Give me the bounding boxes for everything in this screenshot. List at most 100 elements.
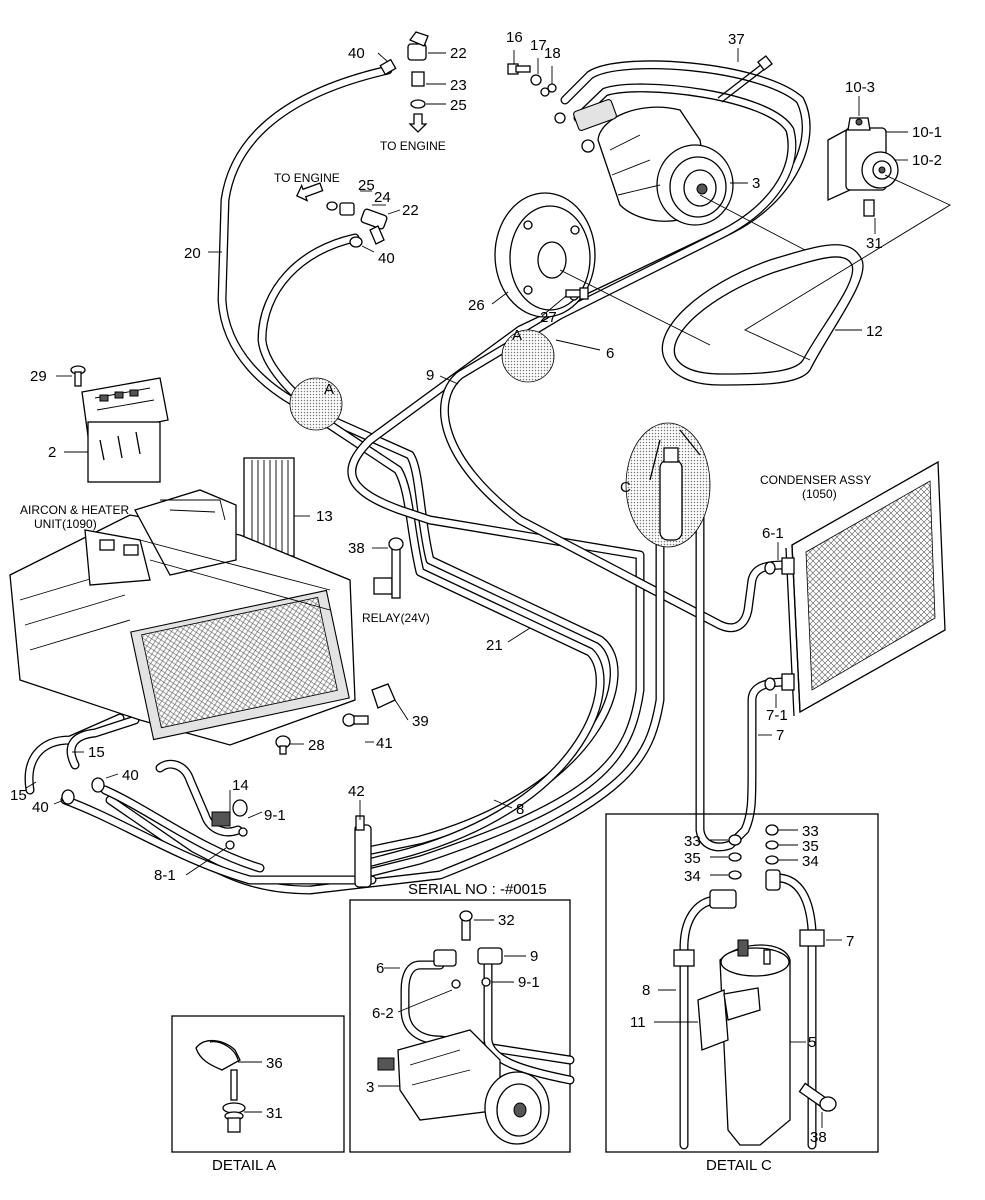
hose-20 bbox=[217, 65, 619, 855]
callout-18: 18 bbox=[544, 45, 561, 62]
detail-a-letter: A bbox=[324, 381, 334, 398]
callout-37: 37 bbox=[728, 31, 745, 48]
clamp-40-lower-2 bbox=[91, 777, 105, 793]
condenser-label: (1050) bbox=[802, 487, 837, 501]
bolt-16 bbox=[507, 63, 531, 75]
serial-callout-32: 32 bbox=[498, 912, 515, 929]
callout-28: 28 bbox=[308, 737, 325, 754]
callout-22: 22 bbox=[450, 45, 467, 62]
callout-38: 38 bbox=[348, 540, 365, 557]
detail-c-callout-8: 8 bbox=[642, 982, 650, 999]
detail-c-callout-33: 33 bbox=[684, 833, 701, 850]
callout-25: 25 bbox=[450, 97, 467, 114]
engine-valve-22-lower bbox=[295, 182, 388, 248]
callout-10-3: 10-3 bbox=[845, 79, 875, 96]
detail-a-inset: 36 31 DETAIL A bbox=[171, 1015, 345, 1174]
washer-18 bbox=[547, 83, 557, 93]
callout-10-1: 10-1 bbox=[912, 124, 942, 141]
to-engine-label: TO ENGINE bbox=[380, 139, 446, 153]
aircon-heater-unit bbox=[9, 489, 356, 746]
callout-40: 40 bbox=[378, 250, 395, 267]
callout-25: 25 bbox=[358, 177, 375, 194]
callout-numbers: 40 22 23 25 16 17 18 37 10-3 10-1 10-2 3… bbox=[10, 29, 942, 884]
callout-23: 23 bbox=[450, 77, 467, 94]
callout-7-1: 7-1 bbox=[766, 707, 788, 724]
pulley-26 bbox=[494, 192, 596, 318]
detail-c-caption: DETAIL C bbox=[706, 1157, 772, 1174]
engine-valve-22-top bbox=[379, 31, 429, 133]
detail-c-inset: 33 35 34 33 35 34 7 8 11 5 38 DETAIL C bbox=[605, 813, 879, 1174]
bolt-37 bbox=[717, 55, 773, 103]
to-engine-label: TO ENGINE bbox=[274, 171, 340, 185]
callout-3: 3 bbox=[752, 175, 760, 192]
detail-c-callout-33: 33 bbox=[802, 823, 819, 840]
detail-a-callout-31: 31 bbox=[266, 1105, 283, 1122]
callout-7: 7 bbox=[776, 727, 784, 744]
callout-6-1: 6-1 bbox=[762, 525, 784, 542]
hose-15-lower bbox=[24, 713, 377, 885]
detail-c-callout-34: 34 bbox=[802, 853, 819, 870]
hose-6 bbox=[439, 83, 797, 633]
screw-28 bbox=[275, 735, 291, 755]
hose-7 bbox=[695, 450, 790, 852]
callout-14: 14 bbox=[232, 777, 249, 794]
detail-a-marker-circle-1 bbox=[289, 377, 343, 431]
callout-12: 12 bbox=[866, 323, 883, 340]
callout-16: 16 bbox=[506, 29, 523, 46]
detail-c-callout-35: 35 bbox=[802, 838, 819, 855]
serial-no-inset: SERIAL NO : -#0015 32 9 6 9-1 6-2 3 bbox=[349, 881, 575, 1153]
control-panel-2 bbox=[81, 377, 169, 483]
callout-40: 40 bbox=[32, 799, 49, 816]
callout-17: 17 bbox=[530, 37, 547, 54]
tensioner-10 bbox=[827, 117, 899, 217]
callout-10-2: 10-2 bbox=[912, 152, 942, 169]
relay-24v bbox=[373, 537, 404, 599]
washer-17 bbox=[530, 74, 542, 86]
belt-12 bbox=[661, 244, 864, 386]
detail-c-callout-35: 35 bbox=[684, 850, 701, 867]
callout-9: 9 bbox=[426, 367, 434, 384]
clamp-42 bbox=[354, 815, 372, 888]
serial-callout-9: 9 bbox=[530, 948, 538, 965]
callout-9-1: 9-1 bbox=[264, 807, 286, 824]
condenser-label: CONDENSER ASSY bbox=[760, 473, 871, 487]
detail-c-callout-38: 38 bbox=[810, 1129, 827, 1146]
callout-22: 22 bbox=[402, 202, 419, 219]
callout-42: 42 bbox=[348, 783, 365, 800]
callout-27: 27 bbox=[540, 309, 557, 326]
relay-label: RELAY(24V) bbox=[362, 611, 430, 625]
serial-no-title: SERIAL NO : -#0015 bbox=[408, 881, 547, 898]
callout-8-1: 8-1 bbox=[154, 867, 176, 884]
callout-40: 40 bbox=[348, 45, 365, 62]
serial-callout-6: 6 bbox=[376, 960, 384, 977]
bolt-27 bbox=[565, 287, 589, 300]
leader-lines bbox=[25, 48, 908, 876]
hose-21 bbox=[257, 233, 605, 867]
detail-a-marker-circle-2 bbox=[501, 329, 555, 383]
pipe-14 bbox=[155, 759, 248, 837]
callout-6: 6 bbox=[606, 345, 614, 362]
bracket-39 bbox=[371, 683, 396, 709]
detail-c-callout-34: 34 bbox=[684, 868, 701, 885]
callout-26: 26 bbox=[468, 297, 485, 314]
callout-2: 2 bbox=[48, 444, 56, 461]
detail-c-callout-5: 5 bbox=[808, 1034, 816, 1051]
screw-29 bbox=[70, 365, 86, 387]
detail-a-caption: DETAIL A bbox=[212, 1157, 276, 1174]
callout-24: 24 bbox=[374, 189, 391, 206]
callout-39: 39 bbox=[412, 713, 429, 730]
callout-15: 15 bbox=[88, 744, 105, 761]
callout-41: 41 bbox=[376, 735, 393, 752]
detail-c-callout-11: 11 bbox=[630, 1014, 646, 1031]
serial-callout-6-2: 6-2 bbox=[372, 1005, 394, 1022]
detail-c-callout-7: 7 bbox=[846, 933, 854, 950]
compressor-3 bbox=[540, 87, 734, 226]
callout-40: 40 bbox=[122, 767, 139, 784]
oring-8-1 bbox=[225, 840, 235, 850]
detail-a-callout-36: 36 bbox=[266, 1055, 283, 1072]
callout-31: 31 bbox=[866, 235, 883, 252]
oring-9-1 bbox=[238, 827, 248, 837]
serial-callout-9-1: 9-1 bbox=[518, 974, 540, 991]
callout-15: 15 bbox=[10, 787, 27, 804]
